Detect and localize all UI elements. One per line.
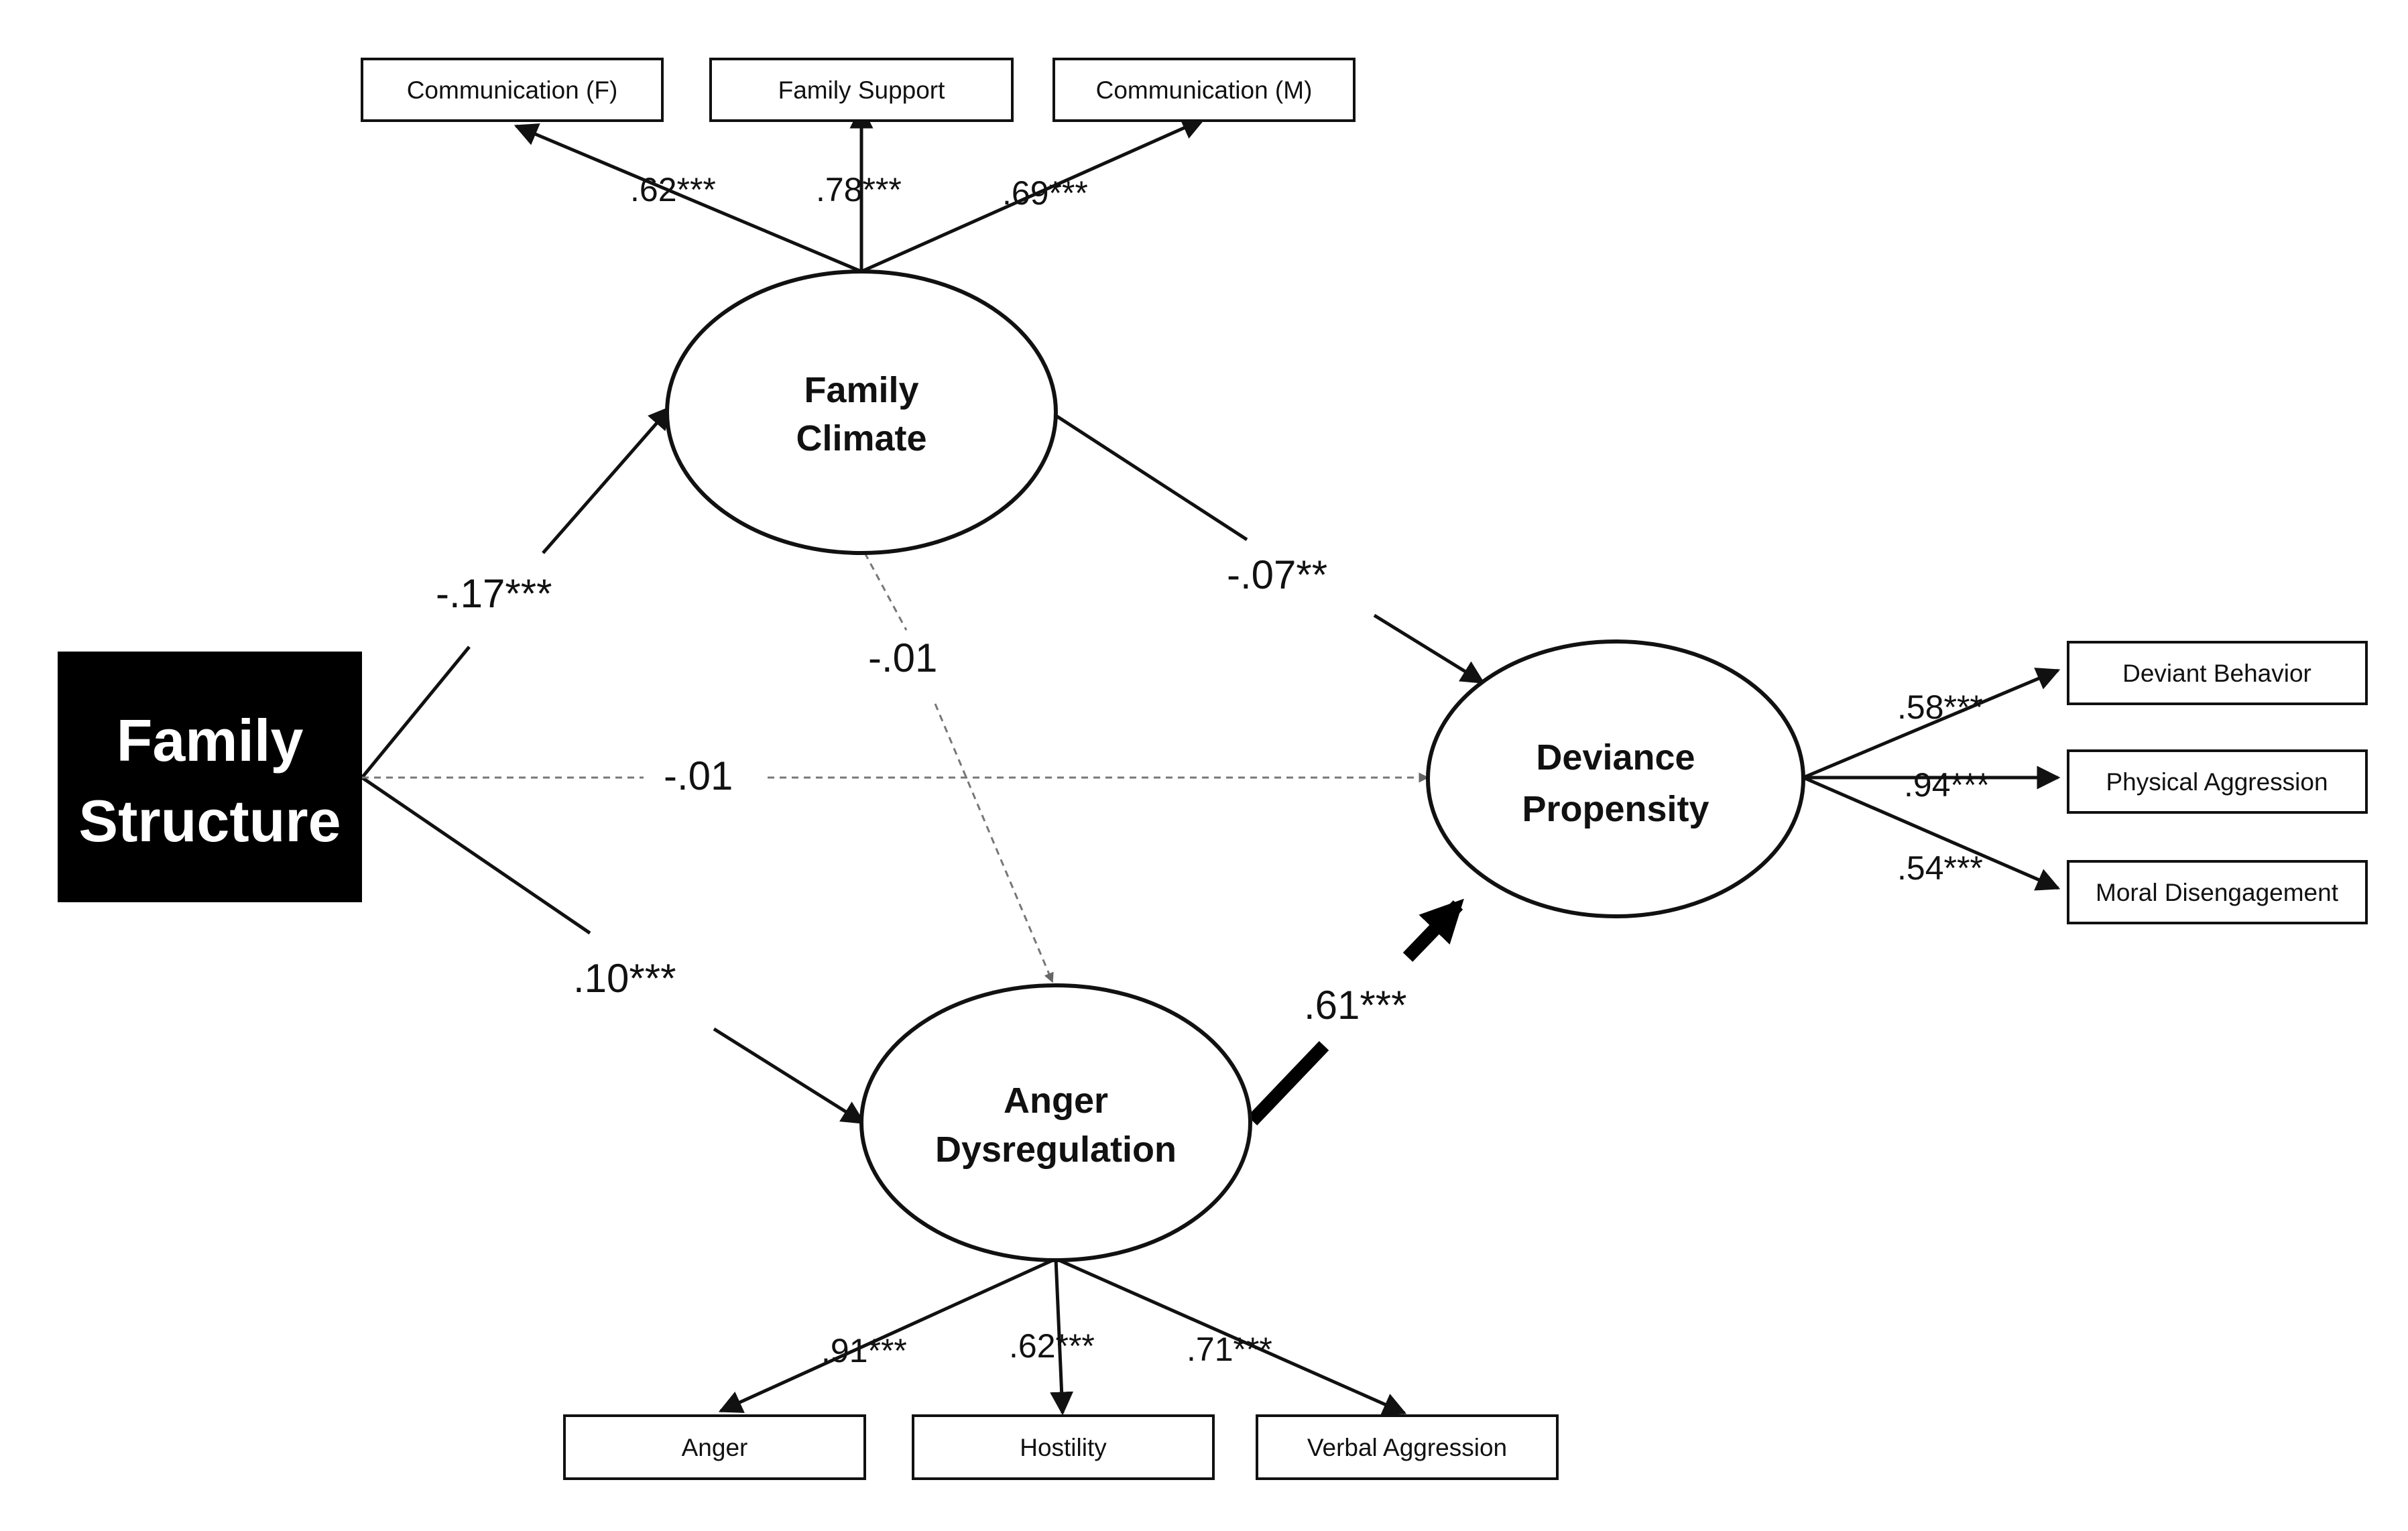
communication-m-label: Communication (M): [1096, 76, 1313, 104]
coef-climate-to-anger: -.01: [868, 635, 937, 680]
loading-moral-disengagement: .54***: [1897, 849, 1983, 887]
communication-f-label: Communication (F): [407, 76, 618, 104]
family-climate-label-line1: Family: [804, 370, 918, 410]
node-family-climate: Family Climate: [665, 269, 1058, 555]
indicator-deviant-behavior: Deviant Behavior: [2067, 641, 2368, 705]
moral-disengagement-label: Moral Disengagement: [2096, 879, 2339, 906]
indicator-moral-disengagement: Moral Disengagement: [2067, 860, 2368, 924]
loading-physical-aggression: .94***: [1904, 766, 1990, 804]
coef-anger-to-deviance: .61***: [1304, 983, 1406, 1028]
path-climate-to-deviance: [1055, 414, 1485, 684]
indicator-family-support: Family Support: [709, 58, 1014, 122]
loading-arrow-moral-disengagement: [1803, 776, 2061, 891]
verbal-aggression-label: Verbal Aggression: [1307, 1434, 1507, 1461]
physical-aggression-label: Physical Aggression: [2106, 768, 2328, 796]
family-climate-label-line2: Climate: [796, 418, 926, 458]
hostility-label: Hostility: [1020, 1434, 1107, 1461]
family-structure-label-line2: Structure: [78, 788, 341, 854]
deviance-propensity-label-line2: Propensity: [1522, 789, 1709, 829]
path-climate-to-anger: [863, 552, 1054, 983]
node-family-structure: Family Structure: [58, 652, 362, 902]
coef-structure-to-climate: -.17***: [436, 571, 552, 616]
indicator-physical-aggression: Physical Aggression: [2067, 749, 2368, 814]
loading-arrow-hostility: [1050, 1258, 1074, 1416]
coef-structure-to-deviance: -.01: [664, 753, 733, 798]
coef-climate-to-deviance: -.07**: [1227, 552, 1327, 597]
loading-arrow-deviant-behavior: [1803, 668, 2061, 780]
anger-label: Anger: [682, 1434, 748, 1461]
indicator-verbal-aggression: Verbal Aggression: [1256, 1414, 1559, 1480]
loading-deviant-behavior: .58***: [1897, 688, 1983, 726]
loading-arrow-communication-f: [514, 123, 862, 273]
node-deviance-propensity: Deviance Propensity: [1426, 639, 1805, 918]
loading-arrows-anger-dysregulation: [718, 1257, 1407, 1416]
loading-arrows-family-climate: [514, 105, 1206, 273]
loading-arrow-communication-m: [860, 117, 1206, 273]
loading-communication-m: .69***: [1002, 174, 1088, 212]
loading-hostility: .62***: [1009, 1327, 1095, 1365]
indicator-communication-f: Communication (F): [361, 58, 664, 122]
loading-communication-f: .62***: [630, 171, 716, 208]
deviance-propensity-label-line1: Deviance: [1536, 737, 1695, 778]
anger-dysregulation-label-line1: Anger: [1004, 1081, 1108, 1121]
loading-verbal-aggression: .71***: [1187, 1331, 1272, 1368]
path-structure-to-climate: [361, 406, 672, 779]
loading-arrow-anger: [718, 1257, 1057, 1413]
family-structure-label-line1: Family: [117, 707, 304, 774]
loading-arrow-verbal-aggression: [1055, 1257, 1407, 1416]
deviant-behavior-label: Deviant Behavior: [2122, 660, 2311, 687]
indicator-communication-m: Communication (M): [1052, 58, 1356, 122]
family-support-label: Family Support: [778, 76, 946, 104]
indicator-hostility: Hostility: [912, 1414, 1215, 1480]
loading-anger: .91***: [821, 1332, 907, 1369]
indicator-anger: Anger: [563, 1414, 866, 1480]
loading-family-support: .78***: [816, 171, 902, 208]
coef-structure-to-anger: .10***: [573, 956, 676, 1001]
loading-arrows-deviance-propensity: [1803, 668, 2061, 891]
path-anger-to-deviance: [1247, 898, 1464, 1125]
anger-dysregulation-label-line2: Dysregulation: [935, 1129, 1177, 1170]
node-anger-dysregulation: Anger Dysregulation: [859, 983, 1252, 1262]
path-structure-to-anger: [361, 776, 865, 1125]
